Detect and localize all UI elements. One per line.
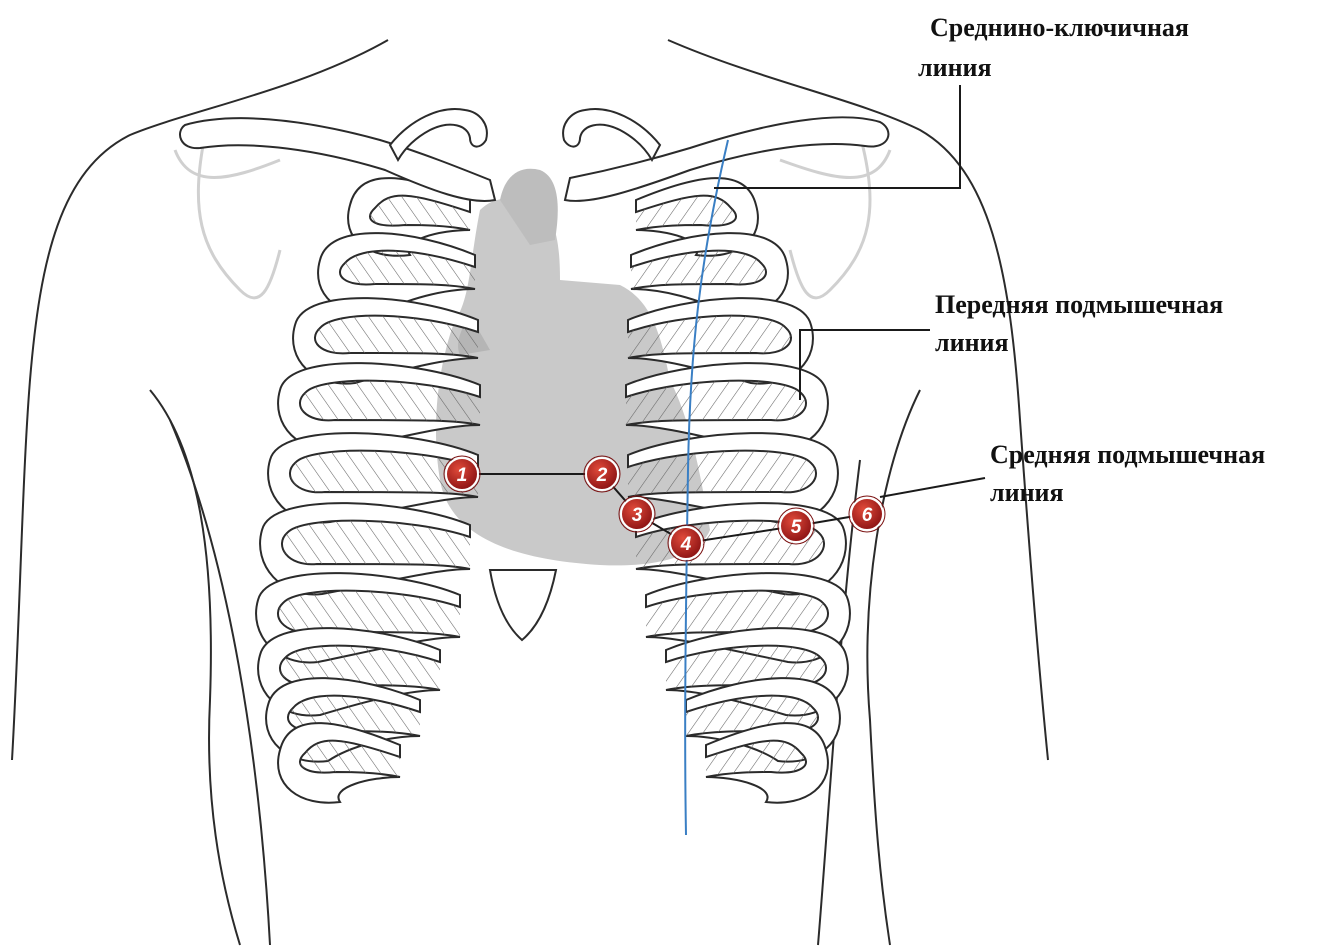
electrode-number: 2 <box>596 465 608 486</box>
sternum <box>490 570 556 640</box>
electrode-number: 1 <box>457 465 468 486</box>
label-anterior-axillary: Передняя подмышечная линия <box>935 290 1223 357</box>
label-midclavicular-line2: линия <box>918 53 992 82</box>
electrode-v3: 3 <box>619 496 655 532</box>
electrode-v4: 4 <box>668 525 704 561</box>
electrode-number: 3 <box>632 505 643 526</box>
label-mid-axillary: Средняя подмышечная линия <box>990 440 1265 507</box>
electrode-number: 6 <box>862 505 873 526</box>
label-mid-axillary-line2: линия <box>990 478 1064 507</box>
electrode-v1: 1 <box>444 456 480 492</box>
electrode-v2: 2 <box>584 456 620 492</box>
electrode-v5: 5 <box>778 508 814 544</box>
label-anterior-axillary-line1: Передняя подмышечная <box>935 290 1223 319</box>
electrode-v6: 6 <box>849 496 885 532</box>
label-anterior-axillary-line2: линия <box>935 328 1009 357</box>
electrode-number: 5 <box>791 517 802 538</box>
label-midclavicular: Среднино-ключичная линия <box>918 13 1189 82</box>
electrode-number: 4 <box>680 534 692 555</box>
label-mid-axillary-line1: Средняя подмышечная <box>990 440 1265 469</box>
label-midclavicular-line1: Среднино-ключичная <box>930 13 1189 42</box>
